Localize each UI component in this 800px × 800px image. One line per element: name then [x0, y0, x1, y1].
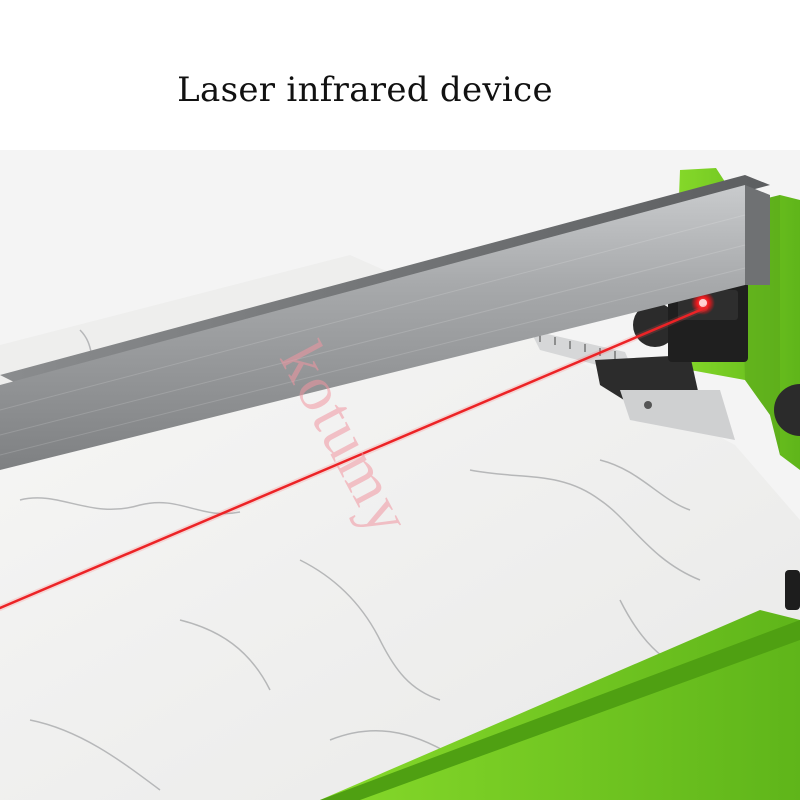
laser-beam-glow: [0, 305, 708, 611]
rail-brush-lines: [0, 214, 746, 456]
frame-base: [320, 610, 800, 800]
frame-base-edge: [320, 620, 800, 800]
knob-left-icon: [633, 303, 677, 347]
knob-right-icon: [774, 384, 800, 436]
screw-icon: [644, 401, 652, 409]
guide-rail: [0, 185, 745, 470]
guide-rail-end: [745, 185, 770, 285]
foot-clamp-icon: [785, 570, 800, 610]
laser-beam: [0, 306, 707, 610]
caption: Laser infrared device: [177, 70, 553, 110]
laser-emitter-core: [699, 299, 707, 307]
guide-rail-top: [0, 175, 770, 385]
